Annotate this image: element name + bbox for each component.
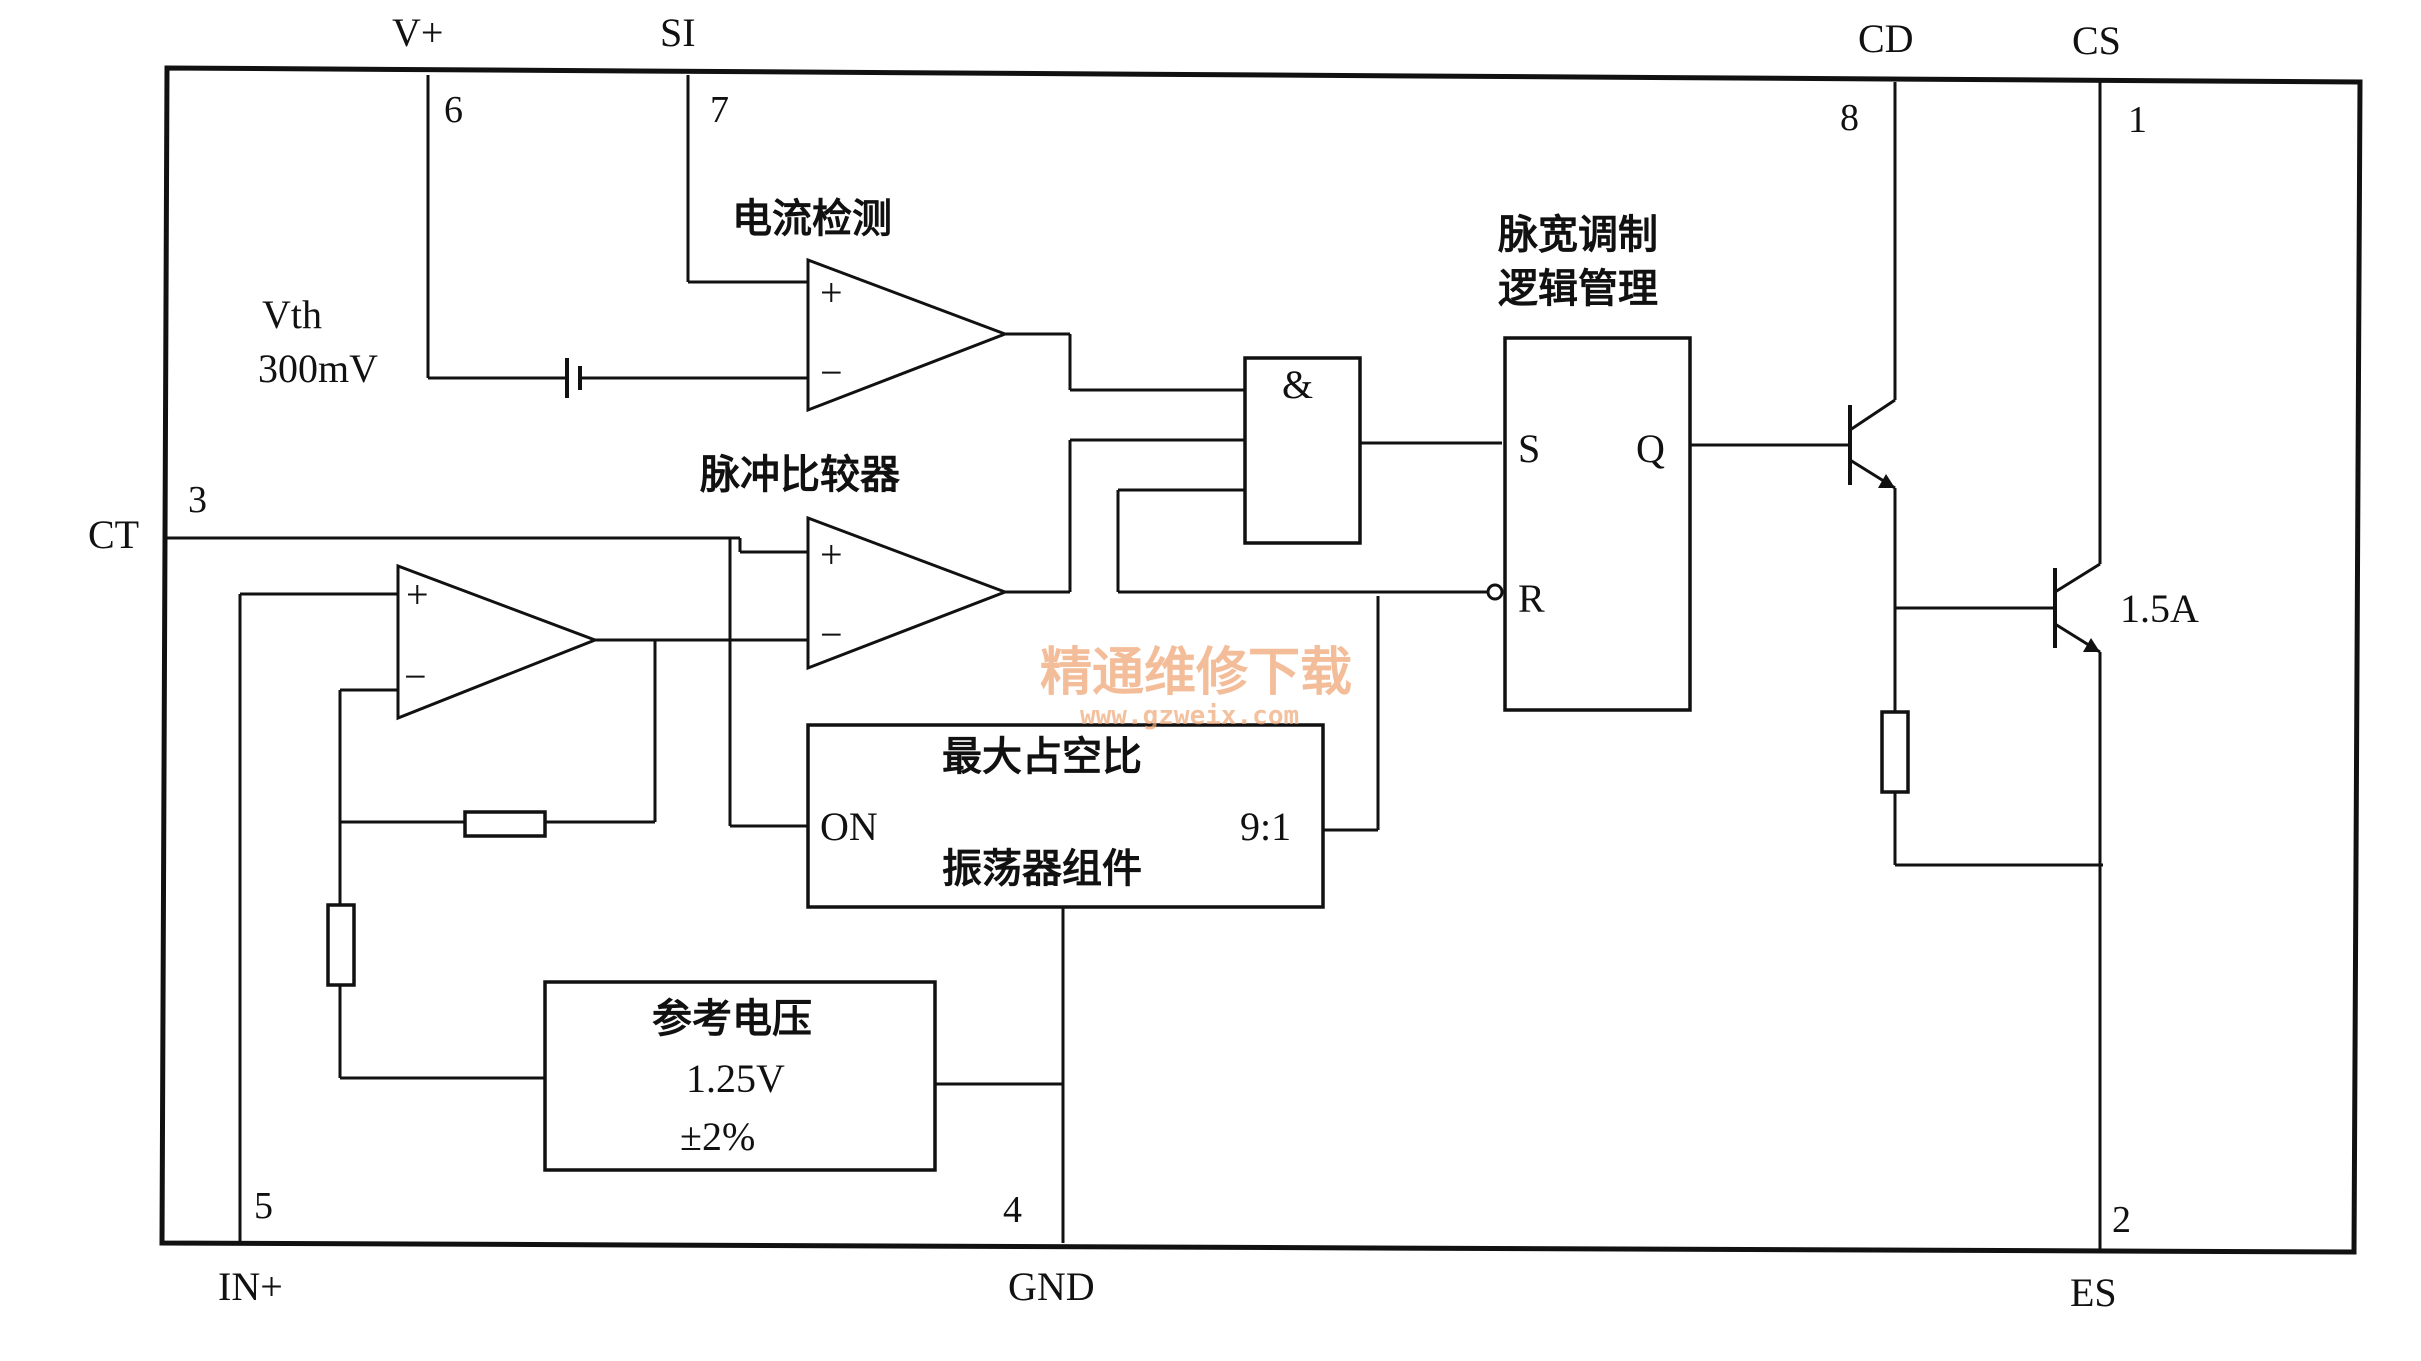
flipflop-q: Q bbox=[1636, 426, 1665, 471]
ref-tolerance: ±2% bbox=[680, 1114, 755, 1159]
osc-on-label: ON bbox=[820, 804, 878, 849]
r-inverter-bubble bbox=[1486, 583, 1504, 601]
comp2-plus: + bbox=[820, 532, 843, 577]
osc-label-line2: 振荡器组件 bbox=[942, 846, 1142, 892]
pin-number-7: 7 bbox=[710, 89, 729, 131]
q1-emitter-arrow bbox=[1878, 474, 1895, 488]
current-comparator bbox=[806, 257, 1010, 413]
chip-outline bbox=[159, 65, 2363, 1255]
vth-value: 300mV bbox=[258, 346, 378, 391]
pwm-label-line1: 脉宽调制 bbox=[1498, 212, 1658, 258]
and-gate bbox=[1243, 356, 1362, 545]
osc-label-line1: 最大占空比 bbox=[942, 734, 1142, 780]
pwm-label-line2: 逻辑管理 bbox=[1498, 266, 1658, 312]
pin-label-ct: CT bbox=[88, 512, 139, 557]
watermark-text: 精通维修下载 bbox=[1040, 643, 1352, 703]
output-current-label: 1.5A bbox=[2120, 586, 2199, 631]
pin-label-si: SI bbox=[660, 10, 696, 55]
current-detect-label: 电流检测 bbox=[732, 196, 892, 242]
input-amplifier bbox=[396, 563, 600, 721]
pin-number-3: 3 bbox=[188, 479, 207, 521]
ref-voltage: 1.25V bbox=[686, 1056, 785, 1101]
amp-minus: − bbox=[404, 654, 427, 699]
osc-ratio-label: 9:1 bbox=[1240, 804, 1291, 849]
comp2-minus: − bbox=[820, 612, 843, 657]
pin-number-5: 5 bbox=[254, 1185, 273, 1227]
q2-collector bbox=[2054, 562, 2101, 594]
vth-label: Vth bbox=[262, 292, 322, 337]
feedback-resistor bbox=[463, 810, 547, 838]
pin-label-vplus: V+ bbox=[392, 10, 443, 55]
pulse-comparator bbox=[806, 515, 1010, 671]
q1-collector bbox=[1849, 398, 1896, 432]
pin-label-es: ES bbox=[2070, 1270, 2117, 1315]
pin-label-gnd: GND bbox=[1008, 1264, 1095, 1309]
amp-plus: + bbox=[406, 572, 429, 617]
comp1-minus: − bbox=[820, 350, 843, 395]
and-gate-symbol: & bbox=[1282, 362, 1313, 407]
comp1-plus: + bbox=[820, 270, 843, 315]
watermark-url: www.gzweix.com bbox=[1080, 701, 1299, 731]
reference-block bbox=[543, 980, 937, 1172]
pwm-flipflop bbox=[1503, 336, 1692, 712]
pin-label-cs: CS bbox=[2072, 18, 2121, 63]
pin-label-inplus: IN+ bbox=[218, 1264, 283, 1309]
base-resistor bbox=[1880, 710, 1910, 794]
oscillator-block bbox=[806, 723, 1325, 909]
pin-number-2: 2 bbox=[2112, 1199, 2131, 1241]
pin-number-6: 6 bbox=[444, 89, 463, 131]
ref-label-line1: 参考电压 bbox=[652, 996, 812, 1042]
divider-resistor bbox=[326, 903, 356, 987]
pin-number-8: 8 bbox=[1840, 97, 1859, 139]
pin-number-1: 1 bbox=[2128, 99, 2147, 141]
pin-label-cd: CD bbox=[1858, 16, 1914, 61]
pin-number-4: 4 bbox=[1003, 1189, 1022, 1231]
flipflop-s: S bbox=[1518, 426, 1540, 471]
flipflop-r: R bbox=[1518, 576, 1545, 621]
pulse-comparator-label: 脉冲比较器 bbox=[700, 452, 901, 498]
q2-emitter-arrow bbox=[2083, 638, 2100, 652]
